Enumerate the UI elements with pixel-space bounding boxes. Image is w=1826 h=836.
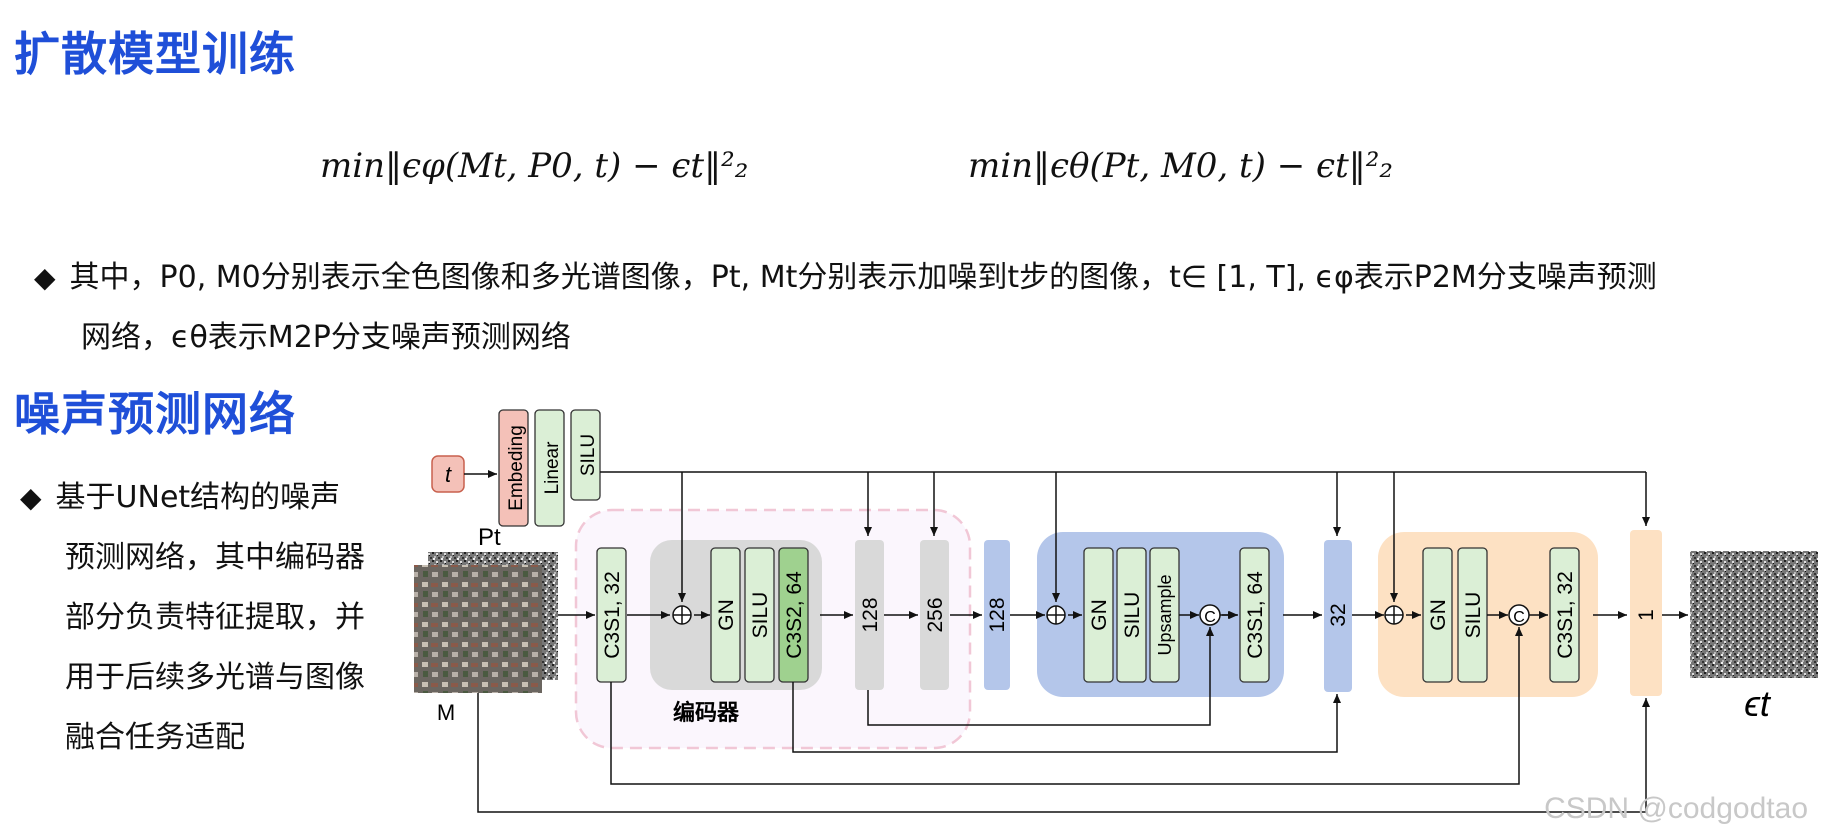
gn-block-3 bbox=[1422, 547, 1453, 683]
formula-left: min‖ϵφ(Mt, P0, t) − ϵt‖²₂ bbox=[320, 146, 749, 186]
bullet-formula-explanation: ◆ 其中，P0, M0分别表示全色图像和多光谱图像，Pt, Mt分别表示加噪到t步… bbox=[34, 248, 1804, 368]
linear-block bbox=[534, 409, 565, 527]
conv-c3s1-32-in-label: C3S1, 32 bbox=[601, 571, 624, 659]
time-input-label: t bbox=[445, 462, 452, 487]
bullet2-line: 基于UNet结构的噪声 bbox=[55, 480, 341, 515]
conv-c3s1-32-out bbox=[1549, 547, 1580, 683]
bullet1-line1: 其中，P0, M0分别表示全色图像和多光谱图像，Pt, Mt分别表示加噪到t步的… bbox=[69, 260, 1657, 295]
bullet1-line2: 网络，ϵθ表示M2P分支噪声预测网络 bbox=[81, 320, 571, 355]
feature-32 bbox=[1324, 540, 1352, 692]
concat-label-2: C bbox=[1513, 609, 1525, 626]
conv-c3s1-32-out-label: C3S1, 32 bbox=[1554, 571, 1577, 659]
watermark: CSDN @codgodtao bbox=[1544, 792, 1808, 825]
conv-c3s2-64-label: C3S2, 64 bbox=[783, 571, 806, 659]
diamond-bullet-icon: ◆ bbox=[34, 261, 56, 294]
gn-label-1: GN bbox=[715, 599, 738, 631]
feature-256 bbox=[920, 540, 949, 690]
gn-label-3: GN bbox=[1427, 599, 1450, 631]
feature-1-label: 1 bbox=[1635, 609, 1658, 621]
silu-label-2: SILU bbox=[1121, 592, 1144, 639]
bullet-unet-description: ◆ 基于UNet结构的噪声 预测网络，其中编码器 部分负责特征提取，并 用于后续多… bbox=[20, 468, 410, 768]
title-diffusion-training: 扩散模型训练 bbox=[14, 27, 296, 81]
linear-label: Linear bbox=[542, 441, 563, 494]
feature-32-label: 32 bbox=[1327, 603, 1350, 626]
upsample-label: Upsample bbox=[1155, 574, 1175, 655]
bullet2-line: 预测网络，其中编码器 bbox=[65, 540, 365, 575]
silu-embed-label: SILU bbox=[578, 434, 599, 476]
label-m: M bbox=[437, 700, 455, 725]
concat-label-1: C bbox=[1204, 609, 1216, 626]
label-pt: Pt bbox=[478, 524, 501, 551]
silu-embed-block bbox=[570, 409, 601, 501]
feature-128-b bbox=[984, 540, 1010, 690]
feature-128-a-label: 128 bbox=[859, 597, 882, 632]
silu-label-1: SILU bbox=[749, 592, 772, 639]
feature-128-a bbox=[855, 540, 884, 690]
output-label: ϵt bbox=[1744, 683, 1772, 724]
title-noise-network: 噪声预测网络 bbox=[14, 387, 296, 441]
gn-label-2: GN bbox=[1088, 599, 1111, 631]
bullet2-line: 部分负责特征提取，并 bbox=[65, 600, 365, 635]
bullet2-line: 融合任务适配 bbox=[65, 720, 245, 755]
silu-label-3: SILU bbox=[1462, 592, 1485, 639]
embedding-block bbox=[498, 409, 529, 527]
feature-128-b-label: 128 bbox=[986, 597, 1009, 632]
conv-c3s1-64-label: C3S1, 64 bbox=[1244, 571, 1267, 659]
ms-image bbox=[414, 565, 542, 693]
gn-block-2 bbox=[1083, 547, 1114, 683]
embedding-label: Embeding bbox=[506, 425, 527, 511]
formula-right: min‖ϵθ(Pt, M0, t) − ϵt‖²₂ bbox=[968, 146, 1393, 186]
encoder-label: 编码器 bbox=[673, 700, 740, 725]
bullet2-line: 用于后续多光谱与图像 bbox=[65, 660, 365, 695]
conv-c3s1-64 bbox=[1239, 547, 1270, 683]
feature-256-label: 256 bbox=[924, 597, 947, 632]
output-noise-image bbox=[1690, 551, 1818, 678]
silu-block-2 bbox=[1116, 547, 1147, 683]
diamond-bullet-icon: ◆ bbox=[20, 481, 42, 514]
feature-1 bbox=[1630, 530, 1662, 696]
silu-block-1 bbox=[744, 547, 775, 683]
gn-block-1 bbox=[710, 547, 741, 683]
